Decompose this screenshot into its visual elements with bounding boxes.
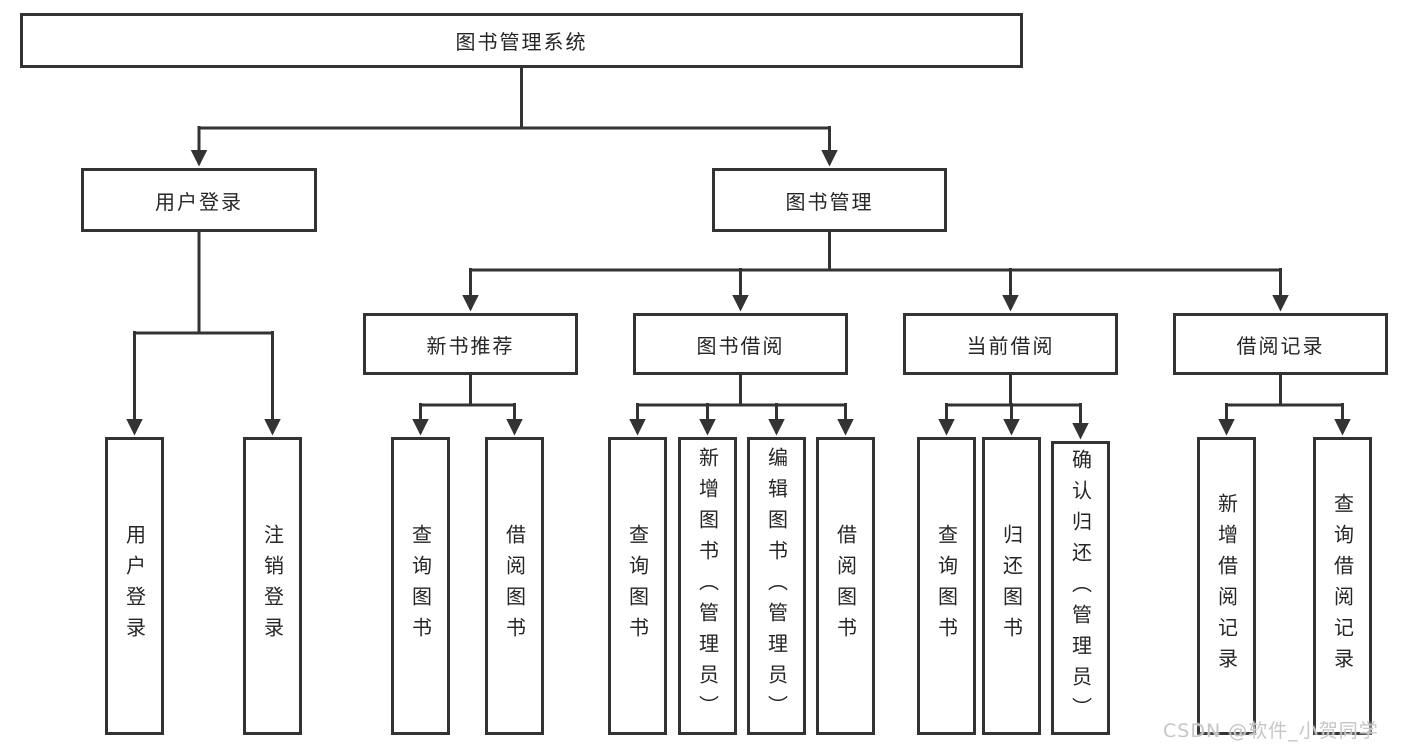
node-current-borrow: 当前借阅 (903, 313, 1118, 375)
leaf-add-book-admin: 新增图书（管理员） (678, 437, 737, 735)
leaf-label: 查询图书 (408, 524, 433, 648)
csdn-watermark: CSDN @软件_小贺同学 (1163, 720, 1379, 742)
leaf-query-borrow-record: 查询借阅记录 (1313, 437, 1372, 735)
leaf-label: 编辑图书（管理员） (764, 446, 789, 726)
node-label: 新书推荐 (426, 333, 515, 358)
leaf-label: 借阅图书 (833, 524, 858, 648)
leaf-label: 查询借阅记录 (1330, 493, 1355, 679)
leaf-logout: 注销登录 (243, 437, 302, 735)
leaf-confirm-return-admin: 确认归还（管理员） (1051, 441, 1110, 735)
leaf-edit-book-admin: 编辑图书（管理员） (747, 437, 806, 735)
node-user-login: 用户登录 (81, 168, 317, 232)
node-user-login-label: 用户登录 (155, 189, 243, 214)
leaf-query-books: 查询图书 (391, 437, 450, 735)
leaf-borrow-books: 借阅图书 (816, 437, 875, 735)
leaf-label: 借阅图书 (502, 524, 527, 648)
node-label: 图书借阅 (696, 333, 785, 358)
node-label: 当前借阅 (966, 333, 1055, 358)
node-label: 借阅记录 (1236, 333, 1325, 358)
leaf-label: 新增借阅记录 (1214, 493, 1239, 679)
node-borrow-records: 借阅记录 (1173, 313, 1388, 375)
node-root-label: 图书管理系统 (455, 30, 588, 54)
node-root: 图书管理系统 (20, 13, 1023, 68)
leaf-user-login: 用户登录 (105, 437, 164, 735)
leaf-query-books: 查询图书 (608, 437, 667, 735)
node-book-management-label: 图书管理 (785, 189, 874, 214)
leaf-return-book: 归还图书 (982, 437, 1041, 735)
leaf-label: 查询图书 (934, 524, 959, 648)
leaf-label: 查询图书 (625, 524, 650, 648)
leaf-query-books: 查询图书 (917, 437, 976, 735)
leaf-label: 注销登录 (260, 524, 285, 648)
leaf-label: 确认归还（管理员） (1068, 448, 1093, 728)
leaf-borrow-books: 借阅图书 (485, 437, 544, 735)
leaf-label: 归还图书 (999, 524, 1024, 648)
leaf-label: 用户登录 (122, 524, 147, 648)
leaf-label: 新增图书（管理员） (695, 446, 720, 726)
node-book-management: 图书管理 (712, 168, 947, 232)
node-new-book-recommend: 新书推荐 (363, 313, 578, 375)
node-book-borrow: 图书借阅 (633, 313, 848, 375)
leaf-add-borrow-record: 新增借阅记录 (1197, 437, 1256, 735)
